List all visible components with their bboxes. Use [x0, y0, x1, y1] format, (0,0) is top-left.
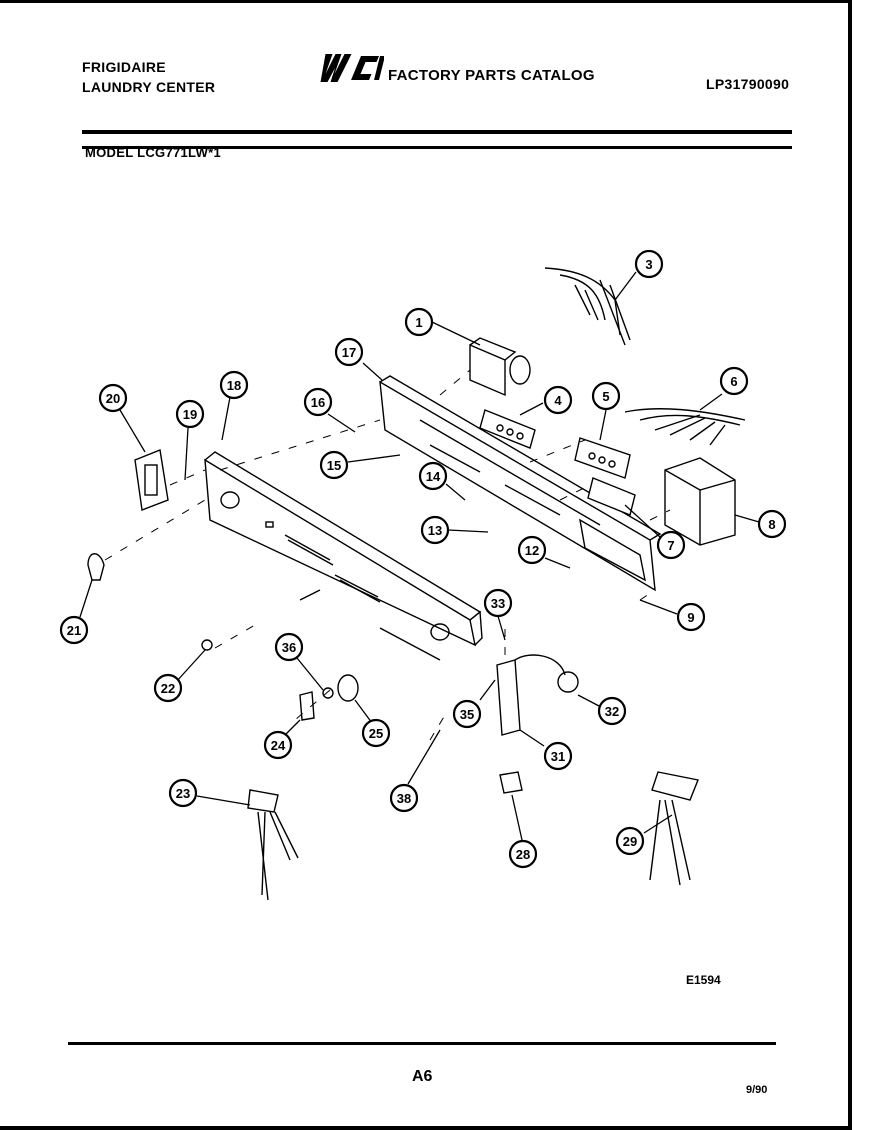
callout-25: 25 — [361, 718, 391, 748]
svg-text:1: 1 — [415, 315, 422, 330]
callout-14: 14 — [418, 461, 448, 491]
svg-text:14: 14 — [426, 469, 441, 484]
callout-32: 32 — [597, 696, 627, 726]
product-line: LAUNDRY CENTER — [82, 79, 216, 95]
svg-text:23: 23 — [176, 786, 190, 801]
svg-text:3: 3 — [645, 257, 652, 272]
callout-24: 24 — [263, 730, 293, 760]
page-border-right — [848, 0, 852, 1130]
svg-text:6: 6 — [730, 374, 737, 389]
svg-text:31: 31 — [551, 749, 565, 764]
svg-text:29: 29 — [623, 834, 637, 849]
callout-15: 15 — [319, 450, 349, 480]
callout-1: 1 — [404, 307, 434, 337]
footer-rule — [68, 1042, 776, 1045]
callout-6: 6 — [719, 366, 749, 396]
callout-22: 22 — [153, 673, 183, 703]
page-border-top — [0, 0, 852, 3]
svg-text:22: 22 — [161, 681, 175, 696]
callout-36: 36 — [274, 632, 304, 662]
svg-text:18: 18 — [227, 378, 241, 393]
callout-29: 29 — [615, 826, 645, 856]
callout-17: 17 — [334, 337, 364, 367]
revision-date: 9/90 — [746, 1084, 768, 1096]
callout-20: 20 — [98, 383, 128, 413]
header-rule-lower — [82, 146, 792, 149]
callout-38: 38 — [389, 783, 419, 813]
svg-text:13: 13 — [428, 523, 442, 538]
svg-text:35: 35 — [460, 707, 474, 722]
svg-text:4: 4 — [554, 393, 562, 408]
callout-35: 35 — [452, 699, 482, 729]
callout-13: 13 — [420, 515, 450, 545]
callout-28: 28 — [508, 839, 538, 869]
brand-name: FRIGIDAIRE — [82, 59, 166, 75]
model-number: MODEL LCG771LW*1 — [85, 145, 222, 160]
svg-text:28: 28 — [516, 847, 530, 862]
svg-text:20: 20 — [106, 391, 120, 406]
illustration-code: E1594 — [686, 973, 721, 987]
callout-12: 12 — [517, 535, 547, 565]
svg-text:36: 36 — [282, 640, 296, 655]
svg-text:17: 17 — [342, 345, 356, 360]
callout-19: 19 — [175, 399, 205, 429]
callout-8: 8 — [757, 509, 787, 539]
callout-33: 33 — [483, 588, 513, 618]
wci-logo — [320, 54, 384, 82]
svg-text:33: 33 — [491, 596, 505, 611]
catalog-title: FACTORY PARTS CATALOG — [388, 67, 595, 84]
page-number: A6 — [412, 1068, 433, 1085]
callout-5: 5 — [591, 381, 621, 411]
callout-4: 4 — [543, 385, 573, 415]
svg-text:24: 24 — [271, 738, 286, 753]
svg-text:38: 38 — [397, 791, 411, 806]
callout-18: 18 — [219, 370, 249, 400]
svg-text:32: 32 — [605, 704, 619, 719]
callout-7: 7 — [656, 530, 686, 560]
svg-text:21: 21 — [67, 623, 81, 638]
callout-23: 23 — [168, 778, 198, 808]
publication-number: LP31790090 — [706, 76, 790, 92]
callout-16: 16 — [303, 387, 333, 417]
svg-text:19: 19 — [183, 407, 197, 422]
callout-31: 31 — [543, 741, 573, 771]
callout-3: 3 — [634, 249, 664, 279]
svg-text:7: 7 — [667, 538, 674, 553]
svg-text:8: 8 — [768, 517, 775, 532]
svg-text:25: 25 — [369, 726, 383, 741]
callout-21: 21 — [59, 615, 89, 645]
svg-text:9: 9 — [687, 610, 694, 625]
svg-text:15: 15 — [327, 458, 341, 473]
svg-text:5: 5 — [602, 389, 609, 404]
header-rule — [82, 130, 792, 134]
callout-9: 9 — [676, 602, 706, 632]
svg-text:16: 16 — [311, 395, 325, 410]
page-border-bottom — [0, 1126, 852, 1130]
svg-text:12: 12 — [525, 543, 539, 558]
